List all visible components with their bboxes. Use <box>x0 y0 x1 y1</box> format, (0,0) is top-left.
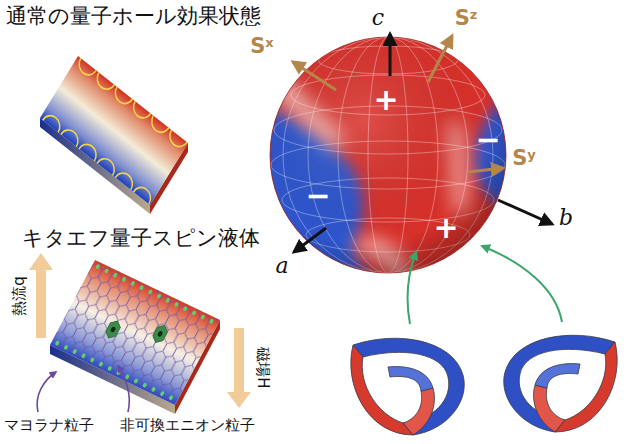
sign-label: − <box>305 179 330 214</box>
axis-label: c <box>372 5 384 30</box>
sign-label: + <box>433 211 458 246</box>
axis-label: b <box>559 205 573 230</box>
axis-label: a <box>275 253 288 278</box>
pointer-arrow <box>408 252 416 324</box>
panel-heading: キタエフ量子スピン液体 <box>22 226 260 250</box>
spin-sphere <box>250 30 520 290</box>
particle-label: マヨラナ粒子 <box>4 417 94 434</box>
particle-label: 非可換エニオン粒子 <box>120 417 255 434</box>
field-label: 磁場H <box>253 347 270 388</box>
spin-axis-label: Sy <box>512 146 536 170</box>
heat-flow-label: 熱流q <box>11 276 28 316</box>
panel-heading: 通常の量子ホール効果状態 <box>6 4 261 28</box>
c-axis-arrow <box>389 34 392 76</box>
b-axis-arrow <box>498 200 552 224</box>
sign-label: + <box>373 83 398 118</box>
pointer-arrow <box>482 246 562 322</box>
sign-label: − <box>475 123 500 158</box>
moebius-strip <box>351 338 464 435</box>
heat-flow-arrow <box>29 253 53 338</box>
quantum-hall-slab <box>40 56 188 214</box>
spin-axis-label: Sz <box>455 6 478 30</box>
sx-arrow <box>293 62 336 90</box>
kitaev-slab <box>50 260 220 414</box>
leader-line <box>118 366 129 412</box>
leader-line <box>37 372 56 412</box>
sz-arrow <box>428 36 452 82</box>
moebius-strip <box>504 335 617 432</box>
field-arrow <box>227 328 251 408</box>
spin-axis-label: Sx <box>250 34 274 58</box>
sy-arrow <box>468 168 503 172</box>
a-axis-arrow <box>294 228 326 252</box>
